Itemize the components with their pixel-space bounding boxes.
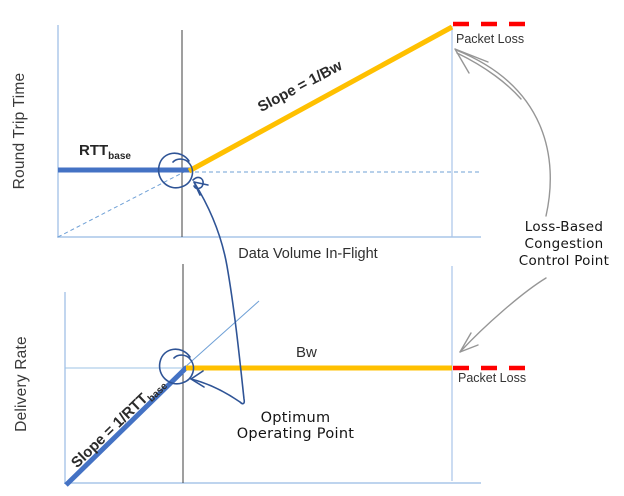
loss-based-annotation: Loss-Based Congestion Control Point [505,219,623,270]
top-packet-loss-label: Packet Loss [456,32,525,46]
top-chart [57,21,531,238]
rtt-base-label: RTTbase [79,142,131,162]
bottom-optimum-circle [158,348,195,385]
bottom-packet-loss-label: Packet Loss [458,371,527,385]
loss-arrow-bottom-head [459,332,479,353]
loss-arrow-top-curve [455,49,551,217]
top-arrowhead [193,181,209,196]
top-y-axis-label: Round Trip Time [11,72,28,190]
bottom-arrowhead [190,370,205,388]
slope-extension-guide-line [183,300,260,369]
optimum-line2: Operating Point [236,426,355,442]
queueing-slope-line [187,24,454,174]
loss-arrow-top-extra-stroke [456,52,522,100]
bw-label: Bw [296,344,317,361]
loss-based-line3: Control Point [518,253,610,269]
loss-arrow-bottom-curve [459,277,547,353]
handdrawn-ink-group [157,152,246,405]
bottom-chart [64,264,531,487]
optimum-line1: Optimum [260,410,331,426]
bottom-y-axis-label: Delivery Rate [13,336,30,432]
grey-arrows-group [454,48,551,353]
top-optimum-circle [157,152,194,189]
top-diagonal-guide-dashed [57,171,185,238]
connector-curve [190,181,246,405]
optimum-annotation: Optimum Operating Point [223,410,368,442]
delivery-slope-line [64,365,189,487]
x-axis-label: Data Volume In-Flight [238,246,378,262]
loss-based-line2: Congestion [524,236,604,252]
loss-based-line1: Loss-Based [524,219,604,235]
